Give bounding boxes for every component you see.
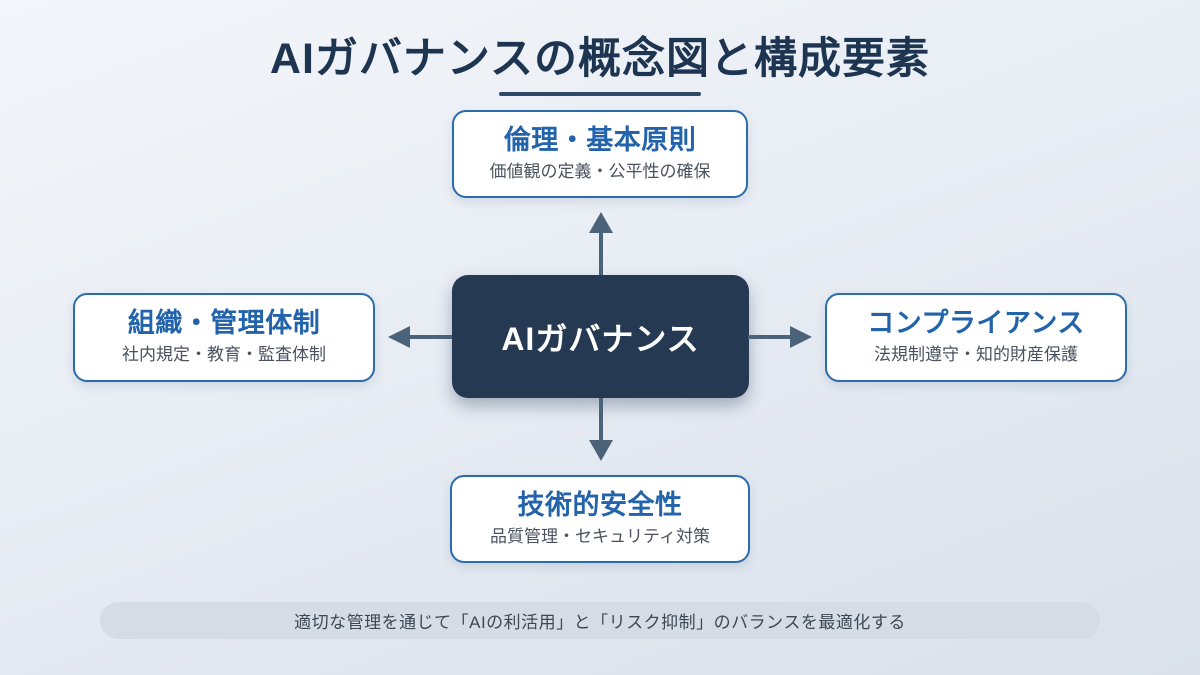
node-compliance-subtitle: 法規制遵守・知的財産保護 bbox=[874, 345, 1078, 365]
node-ethics-title: 倫理・基本原則 bbox=[503, 124, 697, 155]
center-node-label: AIガバナンス bbox=[501, 320, 700, 357]
page-title: AIガバナンスの概念図と構成要素 bbox=[269, 35, 931, 83]
arrow-up-head-icon bbox=[589, 212, 613, 233]
arrow-left-line bbox=[410, 335, 452, 339]
title-underline bbox=[499, 92, 701, 96]
arrow-right-line bbox=[748, 335, 790, 339]
node-compliance: コンプライアンス 法規制遵守・知的財産保護 bbox=[825, 293, 1127, 382]
center-node: AIガバナンス bbox=[452, 275, 749, 398]
node-organization: 組織・管理体制 社内規定・教育・監査体制 bbox=[73, 293, 375, 382]
arrow-down-head-icon bbox=[589, 440, 613, 461]
arrow-left-head-icon bbox=[388, 326, 410, 348]
node-organization-title: 組織・管理体制 bbox=[127, 308, 321, 339]
node-safety-title: 技術的安全性 bbox=[517, 489, 683, 520]
node-safety-subtitle: 品質管理・セキュリティ対策 bbox=[490, 526, 710, 546]
footer-note: 適切な管理を通じて「AIの利活用」と「リスク抑制」のバランスを最適化する bbox=[294, 613, 906, 632]
node-compliance-title: コンプライアンス bbox=[867, 308, 1085, 339]
footer-pill: 適切な管理を通じて「AIの利活用」と「リスク抑制」のバランスを最適化する bbox=[100, 602, 1100, 639]
arrow-up-line bbox=[599, 232, 603, 275]
node-organization-subtitle: 社内規定・教育・監査体制 bbox=[122, 345, 326, 365]
node-safety: 技術的安全性 品質管理・セキュリティ対策 bbox=[450, 475, 750, 563]
arrow-right-head-icon bbox=[790, 326, 812, 348]
node-ethics: 倫理・基本原則 価値観の定義・公平性の確保 bbox=[452, 110, 748, 198]
node-ethics-subtitle: 価値観の定義・公平性の確保 bbox=[489, 161, 711, 181]
arrow-down-line bbox=[599, 398, 603, 440]
